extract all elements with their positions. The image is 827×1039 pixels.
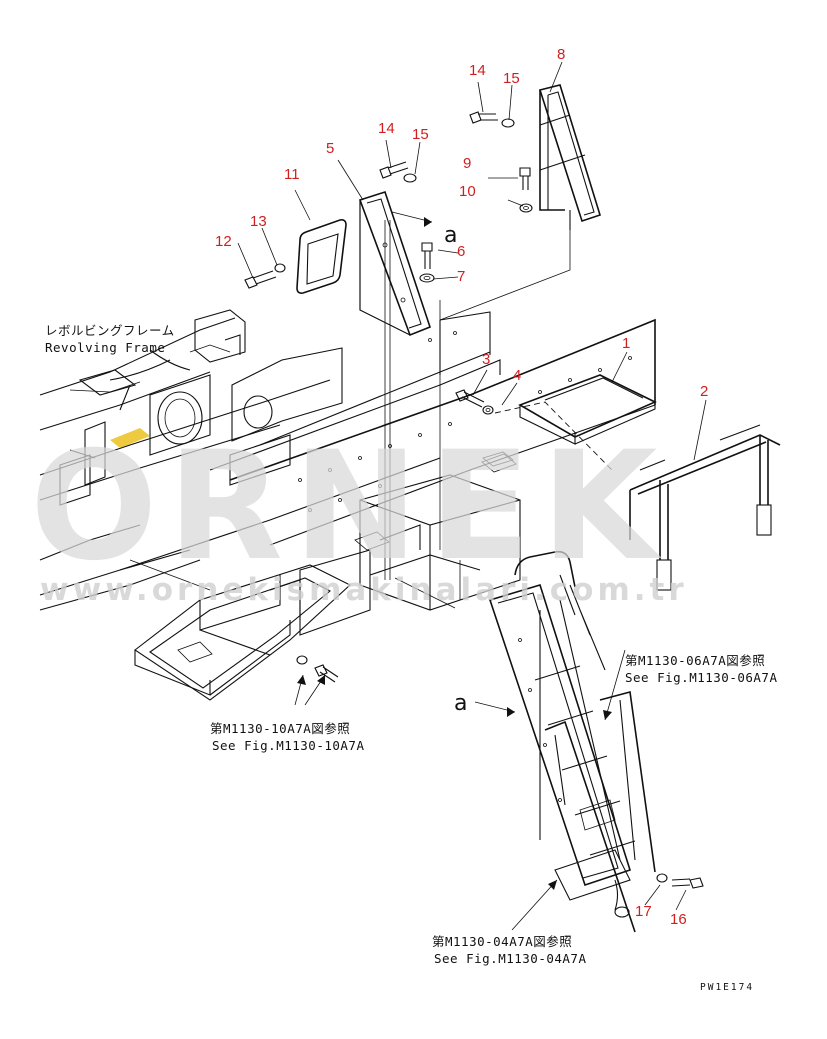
callout-12: 12: [215, 233, 232, 250]
drawing-code: PW1E174: [700, 982, 754, 993]
callout-15: 15: [503, 70, 520, 87]
revolving-frame-label-jp: レボルビングフレーム: [45, 323, 175, 338]
part-14-bolt-a: [379, 161, 409, 179]
callout-10: 10: [459, 183, 476, 200]
ref-10a7a-jp: 第M1130-10A7A図参照: [210, 721, 350, 736]
watermark-accent-icon: [110, 428, 150, 448]
part-11-handle: [296, 219, 347, 294]
ref-06a7a-jp: 第M1130-06A7A図参照: [625, 653, 765, 668]
callout-3: 3: [482, 351, 490, 368]
callout-4: 4: [513, 367, 521, 384]
lower-platform: [134, 549, 371, 701]
part-3-bolt: [455, 389, 485, 408]
part-16-bolt: [671, 877, 704, 889]
callout-numbers: 1 2 3 4 5 6 7 8 9 10 11 12 13 14 15 14 1…: [215, 46, 708, 928]
watermark-url: www.ornekismakinalari.com.tr: [40, 572, 688, 608]
callout-14b: 14: [378, 120, 395, 137]
callout-9: 9: [463, 155, 471, 172]
part-2-handrail: [629, 424, 781, 591]
callout-7: 7: [457, 268, 465, 285]
part-7-washer: [419, 273, 435, 283]
assembly-lines: [129, 210, 571, 609]
ladder-assembly: [488, 550, 656, 933]
part-9-bolt: [519, 167, 531, 190]
part-6-bolt: [421, 242, 433, 269]
part-12-bolt: [244, 270, 277, 289]
part-5-side-panel: [358, 190, 431, 337]
callout-2: 2: [700, 383, 708, 400]
callout-15b: 15: [412, 126, 429, 143]
part-15-washer-b: [501, 118, 515, 128]
callout-13: 13: [250, 213, 267, 230]
part-17-washer: [656, 873, 668, 883]
reference-labels: レボルビングフレーム Revolving Frame 第M1130-10A7A図…: [45, 323, 778, 993]
ref-04a7a-jp: 第M1130-04A7A図参照: [432, 934, 572, 949]
callout-16: 16: [670, 911, 687, 928]
ref-10a7a-en: See Fig.M1130-10A7A: [212, 738, 365, 753]
view-marker-a-top: a: [444, 223, 457, 248]
callout-5: 5: [326, 140, 334, 157]
watermark-brand: ORNEK: [30, 420, 667, 594]
ref-04a7a-en: See Fig.M1130-04A7A: [434, 951, 587, 966]
part-1-tray: [481, 374, 657, 473]
leader-dashed-4: [494, 401, 613, 471]
arrows: [294, 211, 626, 931]
callout-6: 6: [457, 243, 465, 260]
part-13-washer: [274, 263, 286, 273]
revolving-frame-label-en: Revolving Frame: [45, 340, 165, 355]
callout-14: 14: [469, 62, 486, 79]
part-14-bolt-b: [469, 111, 498, 124]
part-10-washer: [519, 203, 533, 213]
part-4-washer: [482, 405, 494, 415]
callout-8: 8: [557, 46, 565, 63]
part-15-washer-a: [403, 173, 417, 183]
view-marker-a-ladder: a: [454, 691, 467, 716]
watermark: ORNEK www.ornekismakinalari.com.tr: [30, 420, 688, 608]
platform-bolt: [296, 655, 339, 683]
callout-leaders: [237, 61, 707, 911]
callout-1: 1: [622, 335, 630, 352]
callout-17: 17: [635, 903, 652, 920]
part-8-bracket: [538, 84, 601, 230]
callout-11: 11: [284, 166, 300, 183]
ref-06a7a-en: See Fig.M1130-06A7A: [625, 670, 778, 685]
